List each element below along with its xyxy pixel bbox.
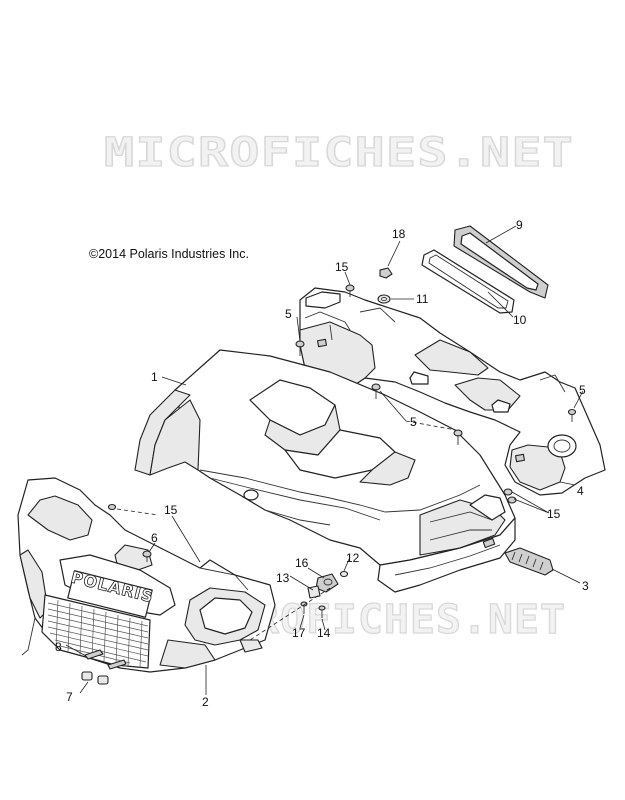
callout-17: 17 xyxy=(292,626,306,640)
callout-16: 16 xyxy=(295,556,309,570)
part-pins-8 xyxy=(84,649,127,670)
callout-15-left: 15 xyxy=(164,503,178,517)
callout-5-right: 5 xyxy=(579,383,586,397)
watermark-top: MICROFICHES.NET xyxy=(104,130,574,176)
copyright-notice: ©2014 Polaris Industries Inc. xyxy=(89,247,249,261)
part-clip-18 xyxy=(379,267,393,279)
callout-5-center: 5 xyxy=(410,415,417,429)
callout-1: 1 xyxy=(151,370,158,384)
callout-6: 6 xyxy=(151,531,158,545)
part-side-panel xyxy=(377,517,516,593)
part-vent-frame xyxy=(453,225,549,299)
part-screw-14 xyxy=(318,605,326,618)
callout-11: 11 xyxy=(416,292,429,306)
callout-9: 9 xyxy=(516,218,523,232)
callout-14: 14 xyxy=(317,626,331,640)
part-bracket-16 xyxy=(315,573,339,593)
callout-8: 8 xyxy=(55,640,62,654)
part-screw-5-left xyxy=(295,340,305,356)
callout-18: 18 xyxy=(392,227,406,241)
callout-10: 10 xyxy=(513,313,527,327)
callout-13: 13 xyxy=(276,571,290,585)
callout-3: 3 xyxy=(582,579,589,593)
part-clip-6 xyxy=(142,550,152,562)
part-front-fascia: POLARIS xyxy=(17,477,276,673)
callout-2: 2 xyxy=(202,695,209,709)
part-screw-5-center xyxy=(371,383,381,399)
part-handle xyxy=(504,547,554,576)
part-clips-7 xyxy=(81,671,109,685)
part-vent-gasket xyxy=(421,249,515,314)
callout-4: 4 xyxy=(577,484,584,498)
part-screw-5-right xyxy=(567,408,577,422)
part-push-rivet-15-left xyxy=(107,503,117,511)
part-nut-12 xyxy=(339,570,349,578)
part-screw-17 xyxy=(300,601,308,614)
callout-7: 7 xyxy=(66,690,73,704)
part-nut-11 xyxy=(377,294,391,304)
part-hood xyxy=(134,349,516,566)
leader-lines xyxy=(65,225,584,695)
callout-12: 12 xyxy=(346,551,360,565)
callout-15-top: 15 xyxy=(335,260,349,274)
part-screw-5-lower xyxy=(453,429,463,445)
callout-15-right: 15 xyxy=(547,507,561,521)
callout-5-left: 5 xyxy=(285,307,292,321)
front-grille xyxy=(47,599,149,668)
